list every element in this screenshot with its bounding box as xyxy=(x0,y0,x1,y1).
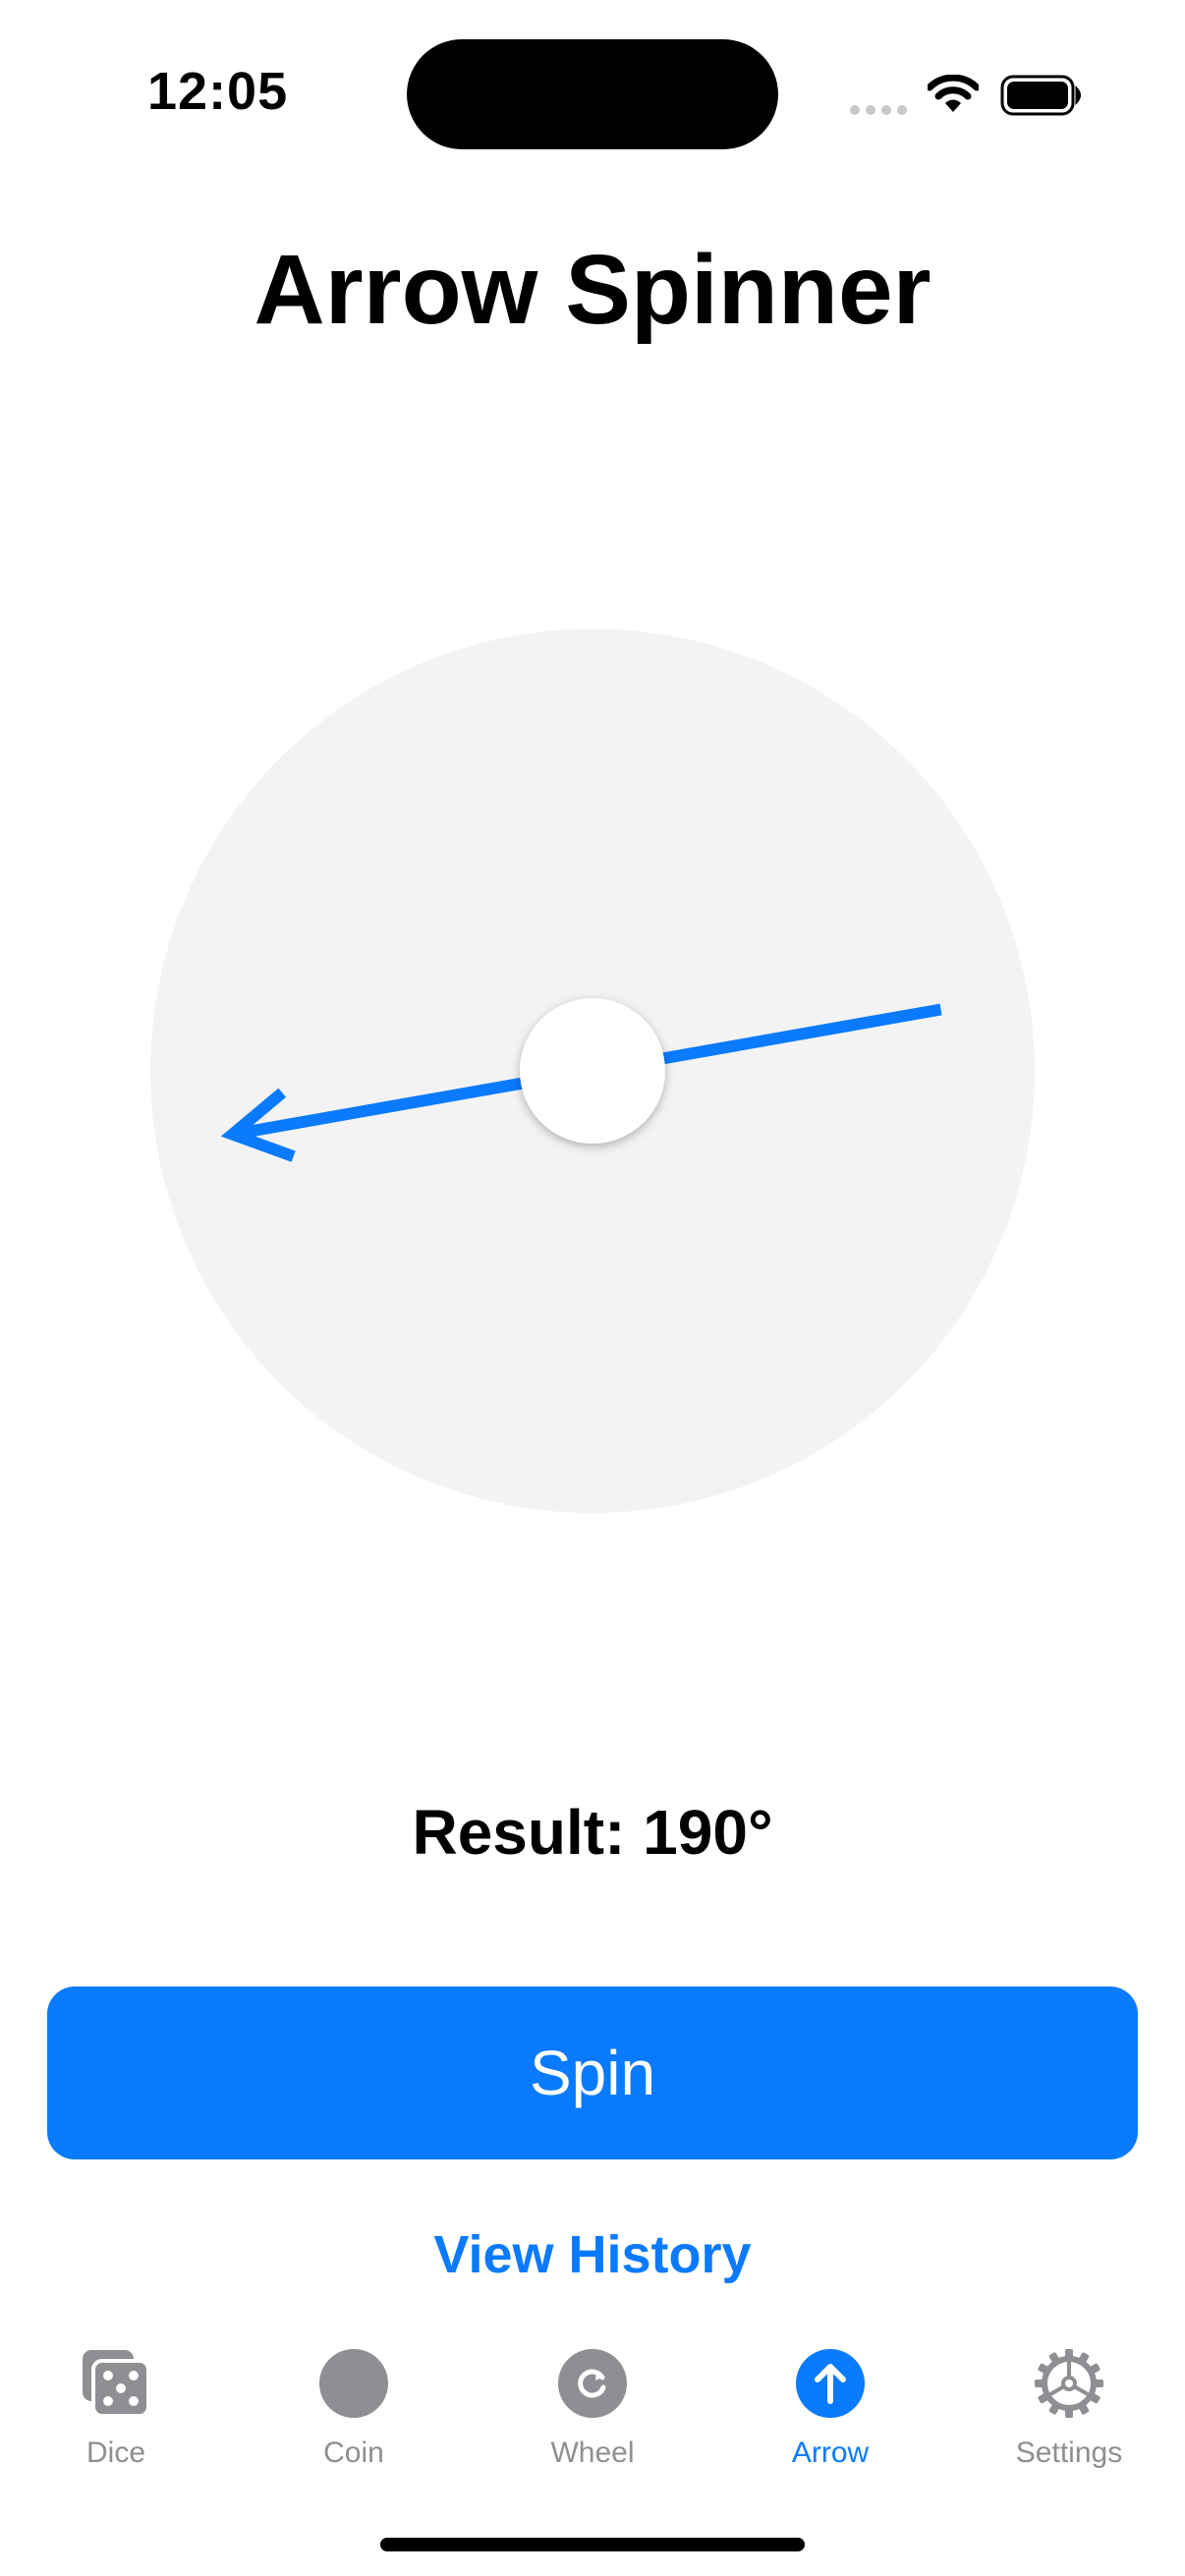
tab-label: Settings xyxy=(1015,2436,1123,2469)
home-indicator xyxy=(380,2538,805,2551)
tab-arrow[interactable]: Arrow xyxy=(732,2338,929,2486)
tab-label: Arrow xyxy=(791,2436,870,2469)
tab-label: Wheel xyxy=(550,2436,635,2469)
tab-coin[interactable]: Coin xyxy=(255,2338,452,2486)
tab-wheel[interactable]: Wheel xyxy=(494,2338,691,2486)
wheel-icon xyxy=(558,2349,627,2418)
wifi-icon xyxy=(928,75,979,112)
tab-dice[interactable]: Dice xyxy=(18,2338,214,2486)
spin-button[interactable]: Spin xyxy=(47,1987,1138,2159)
tab-bar: Dice Coin Wheel Arrow xyxy=(0,2338,1185,2486)
view-history-link[interactable]: View History xyxy=(433,2225,752,2284)
tab-settings[interactable]: Settings xyxy=(971,2338,1167,2486)
arrow-up-icon xyxy=(796,2349,865,2418)
tab-label: Dice xyxy=(85,2436,145,2469)
dice-icon xyxy=(83,2350,150,2418)
spinner-area[interactable] xyxy=(150,629,1035,1513)
coin-icon xyxy=(319,2349,388,2418)
status-time: 12:05 xyxy=(147,62,289,121)
dynamic-island xyxy=(407,39,778,149)
result-label: Result: 190° xyxy=(412,1797,773,1868)
cellular-signal-icon xyxy=(850,105,907,115)
page-title: Arrow Spinner xyxy=(254,235,931,345)
battery-icon xyxy=(1000,75,1081,116)
tab-label: Coin xyxy=(323,2436,384,2469)
gear-icon xyxy=(1035,2349,1103,2418)
